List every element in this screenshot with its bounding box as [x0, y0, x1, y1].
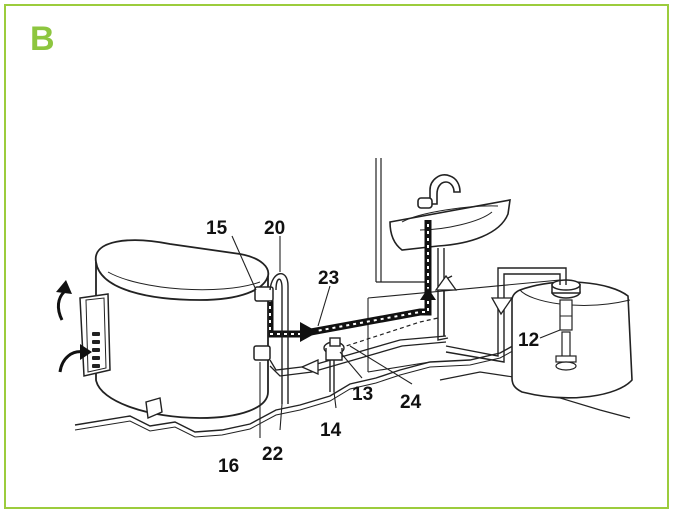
water-heater — [95, 239, 274, 420]
wall — [375, 158, 430, 283]
drain-pipe — [437, 248, 449, 341]
drain-valve — [323, 337, 345, 392]
dashed-pipe — [339, 317, 439, 349]
label-23: 23 — [318, 268, 339, 289]
air-arrow-in — [80, 344, 92, 360]
hot-water-pipe — [266, 220, 436, 342]
leader-lines — [231, 235, 561, 438]
label-12: 12 — [518, 330, 539, 351]
label-14: 14 — [320, 420, 342, 441]
label-13: 13 — [352, 384, 373, 405]
water-tank — [511, 279, 633, 399]
air-arrow-out — [56, 280, 72, 294]
flow-arrow-suction — [490, 297, 514, 316]
suction-pipe — [445, 267, 567, 363]
wash-basin — [389, 199, 511, 251]
callout-labels: 15 20 23 12 13 24 14 22 16 — [206, 218, 539, 477]
overflow-pipe — [269, 273, 289, 404]
label-22: 22 — [262, 444, 283, 465]
flow-arrow-supply — [434, 274, 458, 291]
flow-arrow-cold — [300, 359, 319, 375]
label-15: 15 — [206, 218, 228, 239]
flow-arrow-hot — [300, 322, 318, 342]
label-20: 20 — [264, 218, 285, 239]
label-16: 16 — [218, 456, 239, 477]
faucet — [417, 174, 461, 209]
flow-arrow-hot-up — [420, 288, 436, 300]
panel-letter: B — [30, 20, 55, 58]
label-24: 24 — [400, 392, 422, 413]
vent-grille — [79, 293, 111, 377]
